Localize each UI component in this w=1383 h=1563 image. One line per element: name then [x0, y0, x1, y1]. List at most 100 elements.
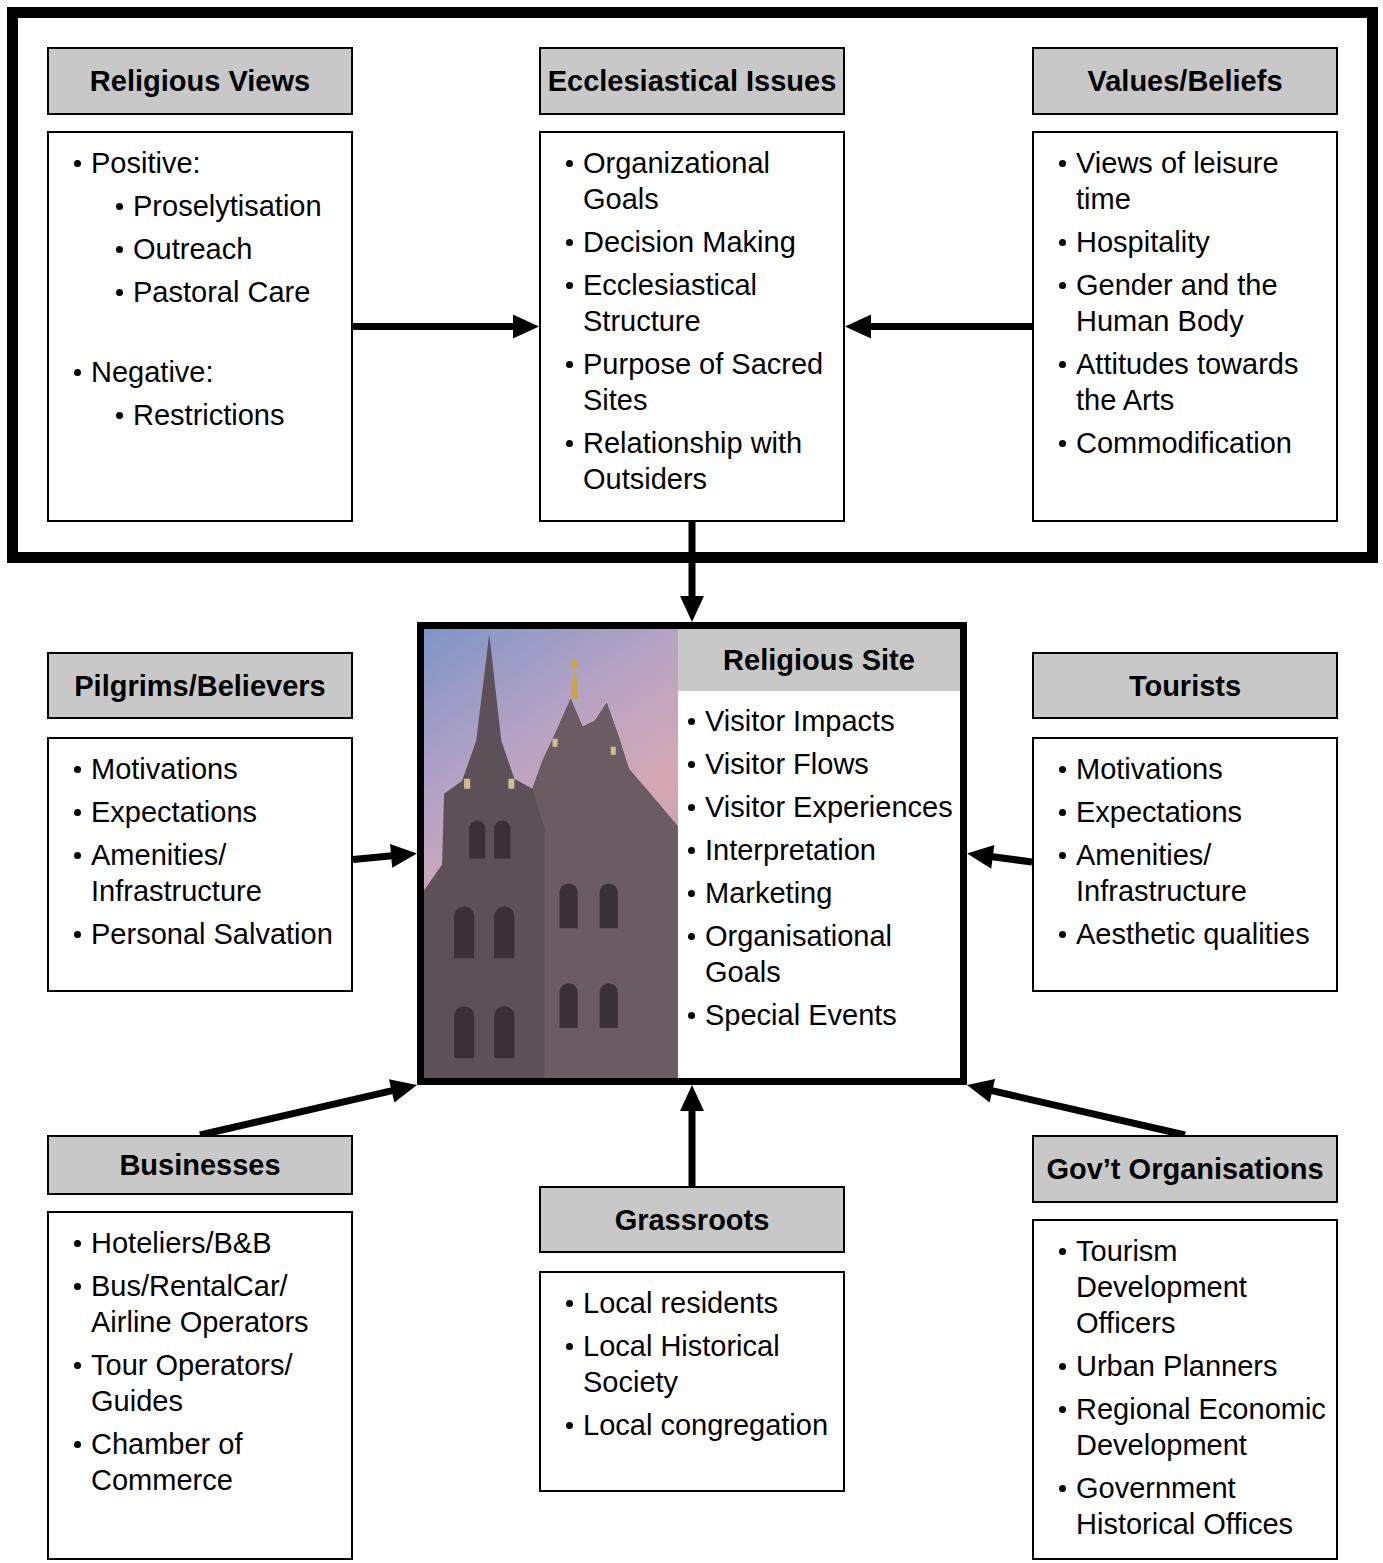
photo-area: [424, 629, 678, 1078]
bullet-item: Ecclesiastical Structure: [541, 267, 837, 339]
bullet-dot: [1059, 361, 1066, 368]
item-text: Motivations: [91, 753, 238, 785]
bullet-dot: [1059, 1406, 1066, 1413]
bullet-dot: [74, 369, 81, 376]
bullet-dot: [74, 1240, 81, 1247]
bullet-item: Regional Economic Development: [1034, 1391, 1330, 1463]
bullet-item: Restrictions: [49, 397, 345, 433]
bullet-dot: [74, 160, 81, 167]
bullet-item: Special Events: [678, 997, 954, 1033]
item-text: Relationship with Outsiders: [583, 427, 802, 495]
arrow-head: [513, 315, 539, 339]
item-text: Positive:: [91, 147, 201, 179]
heading-text: Pilgrims/Believers: [74, 668, 325, 704]
arrow-head: [845, 315, 871, 339]
arrow-head: [967, 1079, 995, 1102]
bullet-item: Tour Operators/ Guides: [49, 1347, 345, 1419]
bullet-item: Views of leisure time: [1034, 145, 1330, 217]
bullet-dot: [1059, 1363, 1066, 1370]
bullet-list-box: MotivationsExpectationsAmenities/ Infras…: [47, 737, 353, 992]
bullet-item: Expectations: [1034, 794, 1330, 830]
bullet-dot: [688, 890, 695, 897]
item-text: Local Historical Society: [583, 1330, 780, 1398]
group-heading: Tourists: [1032, 652, 1338, 719]
bullet-dot: [688, 804, 695, 811]
connector-line: [353, 323, 517, 330]
bullet-dot: [688, 933, 695, 940]
bullet-dot: [74, 1283, 81, 1290]
bullet-dot: [566, 1343, 573, 1350]
temple-windows: [454, 821, 618, 1058]
bullet-item: Chamber of Commerce: [49, 1426, 345, 1498]
bullet-dot: [566, 1422, 573, 1429]
group-heading: Pilgrims/Believers: [47, 652, 353, 719]
arrow-connector: [967, 845, 1032, 869]
connector-line: [988, 1090, 1185, 1135]
bullet-item: Visitor Impacts: [678, 703, 954, 739]
bullet-dot: [688, 1012, 695, 1019]
bullet-dot: [1059, 160, 1066, 167]
bullet-item: Visitor Flows: [678, 746, 954, 782]
item-text: Proselytisation: [133, 190, 322, 222]
bullet-dot: [74, 852, 81, 859]
arrow-head: [680, 596, 704, 622]
arrow-connector: [680, 522, 704, 622]
arrow-connector: [845, 315, 1032, 339]
item-text: Decision Making: [583, 226, 796, 258]
bullet-dot: [566, 1300, 573, 1307]
bullet-dot: [1059, 766, 1066, 773]
item-text: Bus/RentalCar/ Airline Operators: [91, 1270, 309, 1338]
bullet-item: Hospitality: [1034, 224, 1330, 260]
connector-line: [689, 522, 696, 600]
bullet-dot: [116, 203, 123, 210]
bullet-item: Proselytisation: [49, 188, 345, 224]
bullet-dot: [1059, 282, 1066, 289]
bullet-dot: [74, 1362, 81, 1369]
bullet-item: Interpretation: [678, 832, 954, 868]
bullet-dot: [1059, 931, 1066, 938]
item-text: Commodification: [1076, 427, 1292, 459]
group-heading: Religious Views: [47, 47, 353, 115]
temple-photo: [424, 629, 678, 1078]
bullet-dot: [566, 361, 573, 368]
item-text: Hoteliers/B&B: [91, 1227, 272, 1259]
arrow-head: [390, 844, 417, 868]
connector-line: [867, 323, 1032, 330]
item-text: Visitor Impacts: [705, 705, 895, 737]
bullet-dot: [74, 809, 81, 816]
bullet-item: Amenities/ Infrastructure: [1034, 837, 1330, 909]
item-text: Personal Salvation: [91, 918, 333, 950]
heading-text: Grassroots: [615, 1202, 770, 1238]
item-text: Gender and the Human Body: [1076, 269, 1278, 337]
bullet-item: Motivations: [49, 751, 345, 787]
photo-sky: [424, 629, 678, 1078]
site-list: Visitor ImpactsVisitor FlowsVisitor Expe…: [678, 691, 960, 1048]
heading-text: Religious Site: [723, 642, 915, 678]
item-text: Local congregation: [583, 1409, 828, 1441]
item-text: Expectations: [91, 796, 257, 828]
group-heading: Gov’t Organisations: [1032, 1135, 1338, 1203]
item-text: Chamber of Commerce: [91, 1428, 243, 1496]
group-heading: Businesses: [47, 1135, 353, 1195]
bullet-dot: [566, 440, 573, 447]
bullet-dot: [74, 931, 81, 938]
bullet-list-box: Local residentsLocal Historical SocietyL…: [539, 1271, 845, 1492]
heading-text: Religious Views: [90, 63, 310, 99]
connector-line: [353, 856, 395, 860]
arrow-connector: [680, 1085, 704, 1186]
bullet-item: Negative:: [49, 354, 345, 390]
bullet-item: Pastoral Care: [49, 274, 345, 310]
bullet-item: Decision Making: [541, 224, 837, 260]
arrow-connector: [200, 1079, 417, 1135]
bullet-dot: [688, 761, 695, 768]
temple-silhouette: [424, 634, 678, 1078]
bullet-list-box: Hoteliers/B&B Bus/RentalCar/ Airline Oper…: [47, 1211, 353, 1560]
bullet-item: Local residents: [541, 1285, 837, 1321]
bullet-item: Organizational Goals: [541, 145, 837, 217]
bullet-dot: [1059, 1485, 1066, 1492]
item-text: Special Events: [705, 999, 897, 1031]
group-heading: Grassroots: [539, 1186, 845, 1253]
item-text: Tour Operators/ Guides: [91, 1349, 292, 1417]
